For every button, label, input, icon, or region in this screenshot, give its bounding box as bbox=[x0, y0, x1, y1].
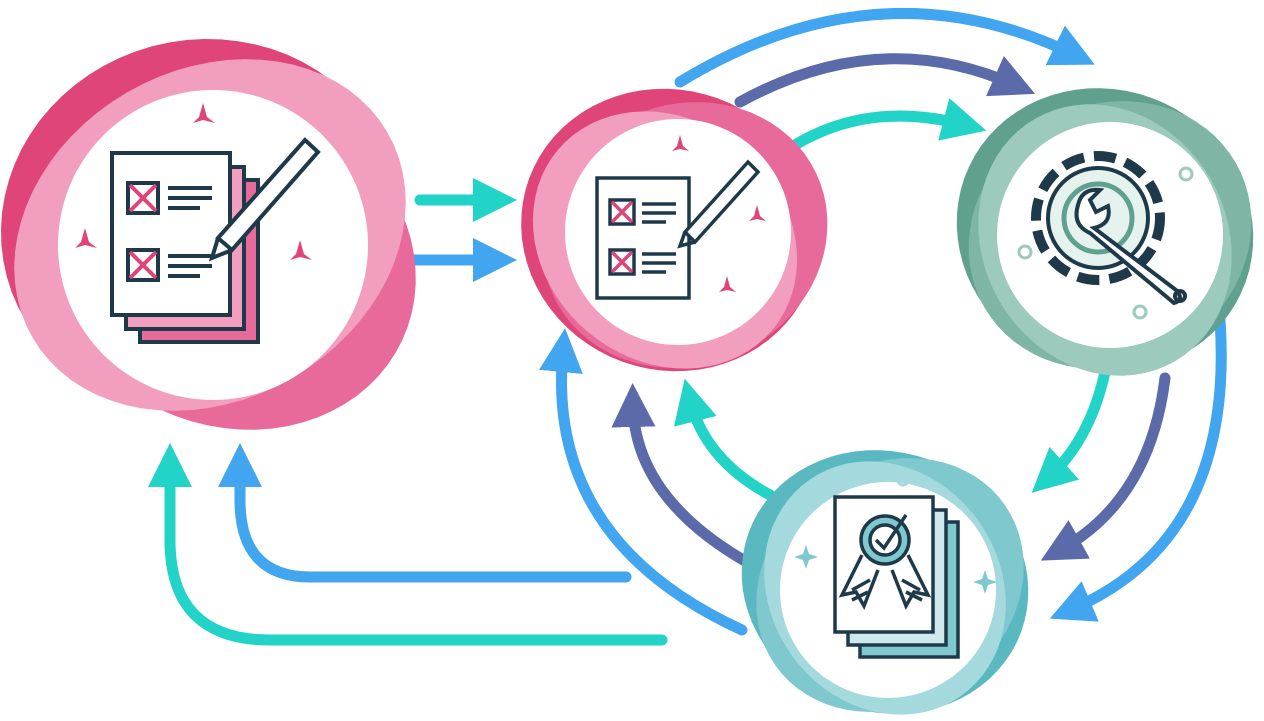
arrow-c-to-d-teal bbox=[1031, 366, 1111, 493]
arrow-b-to-c-navy bbox=[734, 53, 1036, 108]
arrow-d-to-a-teal bbox=[148, 443, 668, 646]
arrow-d-to-b-navy bbox=[611, 383, 758, 571]
sparkle-icon bbox=[672, 135, 766, 292]
arrows bbox=[148, 7, 1227, 646]
arrow-d-to-b-blue bbox=[539, 328, 748, 636]
arrow-b-to-c-teal bbox=[789, 98, 987, 151]
sparkle-icon bbox=[794, 545, 997, 594]
certificate-award-icon bbox=[833, 495, 960, 659]
arrow-b-to-c-blue bbox=[674, 7, 1095, 88]
dot-icon bbox=[896, 473, 910, 487]
arrow-c-to-d-blue bbox=[1049, 314, 1227, 622]
arrow-b-to-a-blue bbox=[218, 443, 632, 583]
node-settings bbox=[956, 88, 1254, 376]
checklist-document-pen-icon bbox=[110, 137, 321, 344]
node-certificate bbox=[741, 450, 1029, 715]
node-checklist-large bbox=[1, 39, 416, 430]
node-checklist-small bbox=[521, 88, 828, 372]
dot-icon bbox=[1017, 166, 1194, 320]
gear-wrench-icon bbox=[1031, 151, 1187, 306]
sparkle-icon bbox=[75, 103, 312, 260]
arrow-c-to-d-navy bbox=[1040, 372, 1171, 561]
checklist-document-pen-icon bbox=[595, 159, 761, 300]
arrow-d-to-b-teal bbox=[674, 378, 776, 501]
